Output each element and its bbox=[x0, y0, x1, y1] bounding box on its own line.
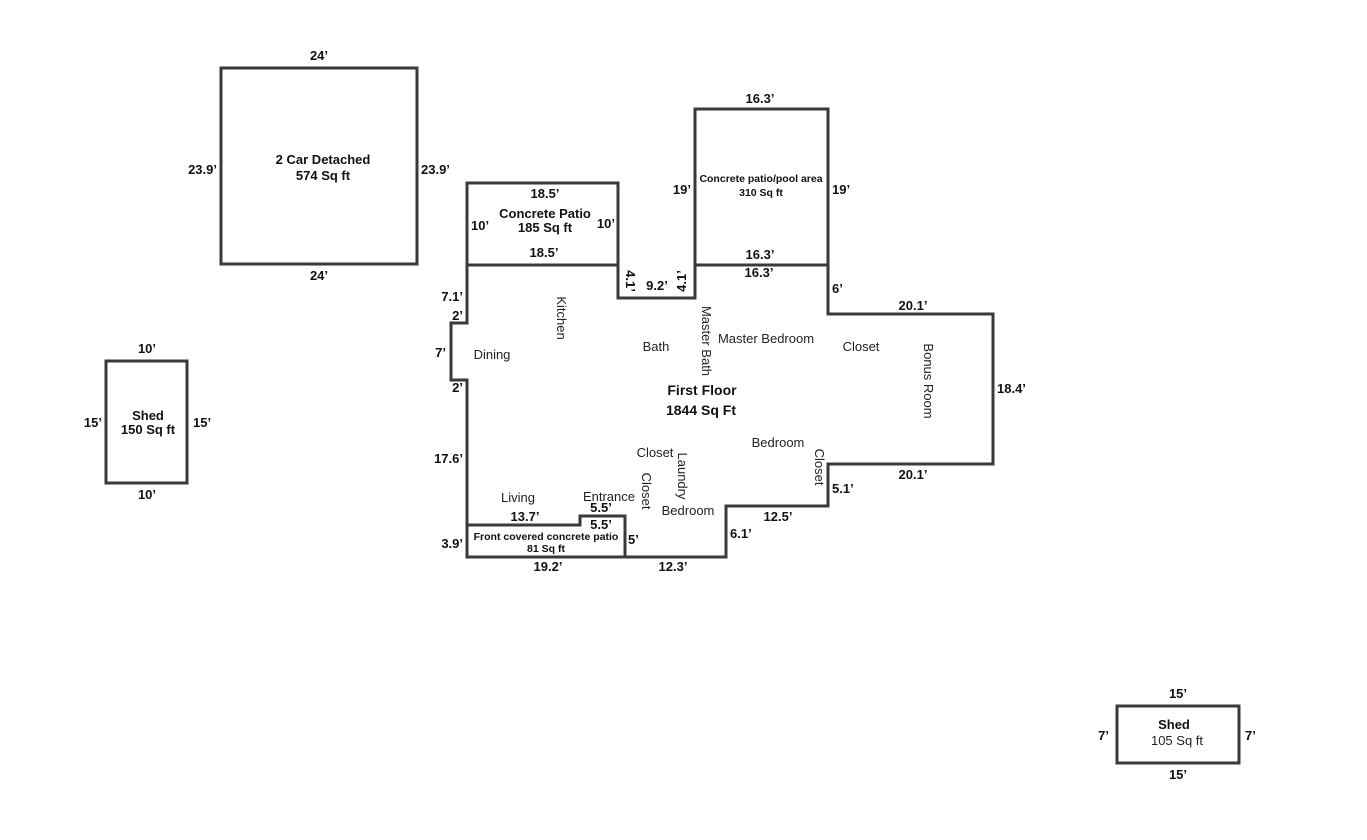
pool-area-dim-right: 19’ bbox=[832, 182, 850, 197]
room-living: Living bbox=[501, 490, 535, 505]
garage-outline bbox=[219, 66, 419, 266]
front-patio-dim-step-inner: 5.5’ bbox=[590, 517, 612, 532]
first-floor: 13.7’ 5.5’ 5.5’ 5’ 3.9’ 19.2’ Front cove… bbox=[434, 263, 1026, 574]
shed-right-area: 105 Sq ft bbox=[1151, 733, 1203, 748]
concrete-patio-area: 185 Sq ft bbox=[518, 220, 573, 235]
first-floor-area: 1844 Sq Ft bbox=[666, 402, 736, 418]
room-bedroom-lower: Bedroom bbox=[662, 503, 715, 518]
room-kitchen: Kitchen bbox=[554, 296, 569, 339]
shed-left: 10’ 10’ 15’ 15’ Shed 150 Sq ft bbox=[84, 341, 211, 502]
pool-area-dim-top: 16.3’ bbox=[746, 91, 775, 106]
shed-right-dim-right: 7’ bbox=[1245, 728, 1256, 743]
front-patio-title: Front covered concrete patio bbox=[474, 531, 619, 543]
dim-notch-right: 4.1’ bbox=[674, 270, 689, 292]
dim-left-upper: 7.1’ bbox=[441, 289, 463, 304]
shed-left-dim-right: 15’ bbox=[193, 415, 211, 430]
room-bonus-room: Bonus Room bbox=[921, 343, 936, 418]
garage-title: 2 Car Detached bbox=[276, 152, 371, 167]
front-patio-area: 81 Sq ft bbox=[527, 543, 565, 555]
concrete-patio-dim-right: 10’ bbox=[597, 216, 615, 231]
garage: 24’ 24’ 23.9’ 23.9’ 2 Car Detached 574 S… bbox=[188, 48, 450, 283]
room-closet-center: Closet bbox=[637, 445, 674, 460]
room-entrance: Entrance bbox=[583, 489, 635, 504]
front-patio-dim-left: 3.9’ bbox=[441, 536, 463, 551]
dim-notch-bottom: 9.2’ bbox=[646, 278, 668, 293]
pool-area-title: Concrete patio/pool area bbox=[699, 173, 822, 185]
pool-area-dim-left: 19’ bbox=[673, 182, 691, 197]
pool-area-area: 310 Sq ft bbox=[739, 187, 783, 199]
room-bedroom-center: Bedroom bbox=[752, 435, 805, 450]
shed-right-dim-top: 15’ bbox=[1169, 686, 1187, 701]
dim-bump-side: 7’ bbox=[435, 345, 446, 360]
dim-step-5-1: 5.1’ bbox=[832, 481, 854, 496]
concrete-patio-dim-top: 18.5’ bbox=[531, 186, 560, 201]
shed-left-outline bbox=[104, 359, 189, 485]
front-patio-dim-top: 13.7’ bbox=[511, 509, 540, 524]
front-patio-outline bbox=[465, 514, 627, 559]
room-master-bath: Master Bath bbox=[699, 306, 714, 376]
garage-area: 574 Sq ft bbox=[296, 168, 351, 183]
shed-left-dim-top: 10’ bbox=[138, 341, 156, 356]
dim-left-lower: 17.6’ bbox=[434, 451, 463, 466]
pool-area-dim-bottom: 16.3’ bbox=[746, 247, 775, 262]
concrete-patio-title: Concrete Patio bbox=[499, 206, 591, 221]
shed-left-dim-bottom: 10’ bbox=[138, 487, 156, 502]
shed-left-title: Shed bbox=[132, 408, 164, 423]
front-patio-dim-step-top: 5.5’ bbox=[590, 500, 612, 515]
garage-dim-bottom: 24’ bbox=[310, 268, 328, 283]
room-closet-master: Closet bbox=[843, 339, 880, 354]
concrete-patio: 18.5’ 18.5’ 10’ 10’ Concrete Patio 185 S… bbox=[465, 181, 620, 267]
shed-right-dim-bottom: 15’ bbox=[1169, 767, 1187, 782]
first-floor-title: First Floor bbox=[667, 382, 737, 398]
room-closet-entrance: Closet bbox=[639, 473, 654, 510]
dim-right-step-top: 6’ bbox=[832, 281, 843, 296]
dim-bonus-bottom: 20.1’ bbox=[899, 467, 928, 482]
room-laundry: Laundry bbox=[675, 453, 690, 500]
shed-left-dim-left: 15’ bbox=[84, 415, 102, 430]
shed-right-dim-left: 7’ bbox=[1098, 728, 1109, 743]
front-patio-dim-right: 5’ bbox=[628, 532, 639, 547]
shed-right-outline bbox=[1115, 704, 1241, 765]
concrete-patio-dim-bottom: 18.5’ bbox=[530, 245, 559, 260]
room-bath: Bath bbox=[643, 339, 670, 354]
pool-area: 16.3’ 16.3’ 19’ 19’ Concrete patio/pool … bbox=[673, 91, 850, 267]
room-dining: Dining bbox=[474, 347, 511, 362]
front-patio-dim-bottom: 19.2’ bbox=[534, 559, 563, 574]
room-master-bedroom: Master Bedroom bbox=[718, 331, 814, 346]
dim-bonus-right: 18.4’ bbox=[997, 381, 1026, 396]
dim-bottom-12-3: 12.3’ bbox=[659, 559, 688, 574]
dim-step-6-1: 6.1’ bbox=[730, 526, 752, 541]
dim-bump-top: 2’ bbox=[452, 308, 463, 323]
dim-pool-shared: 16.3’ bbox=[745, 265, 774, 280]
dim-notch-left: 4.1’ bbox=[623, 270, 638, 292]
garage-dim-top: 24’ bbox=[310, 48, 328, 63]
dim-step-12-5: 12.5’ bbox=[764, 509, 793, 524]
garage-dim-right: 23.9’ bbox=[421, 162, 450, 177]
shed-left-area: 150 Sq ft bbox=[121, 422, 176, 437]
garage-dim-left: 23.9’ bbox=[188, 162, 217, 177]
room-closet-bedroom: Closet bbox=[812, 449, 827, 486]
dim-bonus-top: 20.1’ bbox=[899, 298, 928, 313]
shed-right-title: Shed bbox=[1158, 717, 1190, 732]
shed-right: 15’ 15’ 7’ 7’ Shed 105 Sq ft bbox=[1098, 686, 1256, 782]
dim-bump-bottom: 2’ bbox=[452, 380, 463, 395]
concrete-patio-dim-left: 10’ bbox=[471, 218, 489, 233]
first-floor-outline bbox=[449, 263, 995, 559]
